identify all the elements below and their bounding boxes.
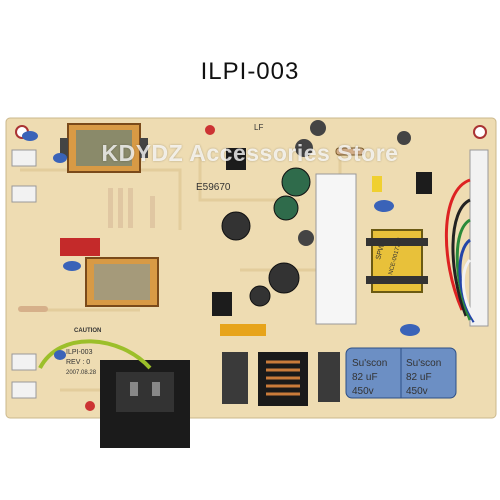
output-connector — [469, 149, 489, 327]
resistor — [108, 188, 113, 228]
transformer-label: SPW — [375, 243, 386, 261]
x-capacitor — [318, 352, 340, 402]
store-watermark: KDYDZ Accessories Store — [101, 140, 399, 166]
ic-chip — [212, 292, 232, 316]
orange-capacitor — [220, 324, 266, 336]
electrolytic-capacitor — [249, 285, 271, 307]
common-mode-choke — [258, 352, 308, 406]
white-connector — [11, 381, 37, 399]
cap-voltage-1: 450v — [352, 386, 374, 397]
white-connector — [11, 185, 37, 203]
electrolytic-capacitor — [310, 120, 326, 136]
ac-inlet-connector — [100, 360, 190, 448]
board-revision: REV : 0 — [66, 359, 90, 366]
cap-value-1: 82 uF — [352, 372, 378, 383]
electrolytic-capacitor — [281, 167, 311, 197]
mounting-hole — [473, 125, 487, 139]
transformer-left — [85, 257, 159, 307]
bulk-capacitors: Su'scon Su'scon 82 uF 82 uF 450v 450v — [345, 347, 457, 399]
resistor — [128, 188, 133, 228]
red-marker — [60, 238, 100, 256]
ic-chip — [416, 172, 432, 194]
transformer-top — [60, 123, 148, 173]
ceramic-capacitor — [53, 153, 67, 163]
ceramic-capacitor — [400, 324, 420, 336]
pcb-board-illustration: SPW NCE-0017737 Su'scon Su'scon 82 uF 82… — [5, 117, 497, 448]
cap-voltage-2: 450v — [406, 386, 428, 397]
resistor — [335, 147, 365, 156]
x-capacitor — [222, 352, 248, 404]
cap-brand-1: Su'scon — [352, 358, 387, 369]
board-model: ILPI-003 — [66, 349, 93, 356]
output-wires — [444, 178, 480, 325]
cap-brand-2: Su'scon — [406, 358, 441, 369]
ceramic-capacitor — [374, 200, 394, 212]
cert-code: E59670 — [196, 182, 231, 193]
heatsink — [315, 173, 357, 325]
electrolytic-capacitor — [295, 139, 313, 157]
mounting-hole — [205, 125, 215, 135]
caution-label: CAUTION — [74, 328, 101, 334]
pcb-photo: SPW NCE-0017737 Su'scon Su'scon 82 uF 82… — [0, 110, 500, 480]
electrolytic-capacitor — [397, 131, 411, 145]
white-connector — [11, 149, 37, 167]
white-connector — [11, 353, 37, 371]
electrolytic-capacitor — [273, 195, 299, 221]
cap-value-2: 82 uF — [406, 372, 432, 383]
resistor — [150, 196, 155, 228]
resistor — [118, 188, 123, 228]
board-date: 2007.08.28 — [66, 370, 97, 376]
electrolytic-capacitor — [298, 230, 314, 246]
transformer-main: SPW NCE-0017737 — [366, 229, 428, 293]
ceramic-capacitor — [54, 350, 66, 360]
lf-mark: LF — [254, 123, 263, 132]
yellow-capacitor — [372, 176, 382, 192]
electrolytic-capacitor — [268, 262, 300, 294]
ceramic-capacitor — [63, 261, 81, 271]
ceramic-capacitor — [22, 131, 38, 141]
electrolytic-capacitor — [221, 211, 251, 241]
ic-chip — [226, 148, 246, 170]
mounting-hole — [85, 401, 95, 411]
ground-wire — [38, 339, 152, 370]
resistor — [18, 306, 48, 312]
product-title: ILPI-003 — [200, 58, 300, 85]
